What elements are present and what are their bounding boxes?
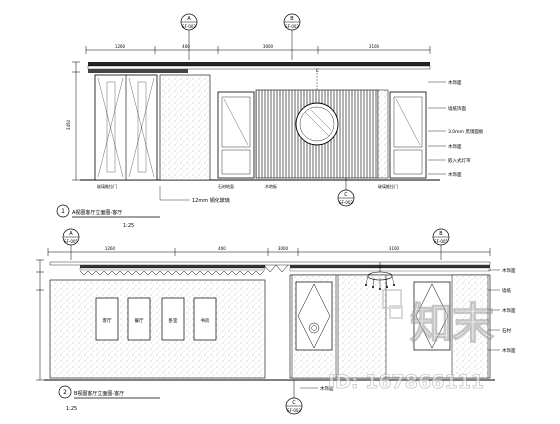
note-label: 玻璃推拉门	[378, 183, 398, 189]
title-number: 2	[63, 389, 67, 396]
tag-sheet: SF-002	[339, 200, 353, 205]
framed-panel: 客厅	[95, 297, 119, 341]
note-label: 石材地面	[218, 183, 234, 189]
cornice-left	[88, 69, 188, 73]
tag-letter: A	[69, 231, 73, 237]
dim-label-height: 3450	[66, 119, 71, 130]
callout-tag-b-top-2: B SF-005	[432, 228, 450, 260]
stone-wall-b	[49, 279, 266, 379]
material-notes-right-a: 木饰面 墙纸饰面 3.0mm 黑镜面板 木饰面 嵌入式灯带 木饰面	[428, 79, 484, 178]
callout-tag-b-bottom: C SF-002	[285, 380, 303, 415]
title-number: 1	[61, 208, 65, 215]
diamond-panel-right	[413, 281, 451, 351]
tag-sheet: SF-002	[287, 408, 301, 413]
round-mirror	[295, 102, 339, 146]
dimension-line-top-b: 1260 400 3000 3100	[47, 246, 491, 256]
dim-label: 1260	[105, 246, 116, 251]
callout-glass: 12mm 钢化玻璃	[192, 197, 230, 204]
ceiling-band-dark	[88, 62, 430, 66]
dim-label: 3000	[278, 246, 289, 251]
scale-label: 1:25	[66, 406, 77, 412]
title-text: B视图客厅立面图-客厅	[74, 390, 124, 397]
dim-label: 3100	[389, 246, 400, 251]
tag-letter: A	[187, 16, 191, 22]
tag-letter: C	[344, 192, 348, 198]
note-label: 玻璃推拉门	[97, 183, 117, 189]
decorative-zigzag-trim	[79, 270, 265, 276]
material-notes-bottom-a: 玻璃推拉门 石材地面 木地板 玻璃推拉门 12mm 钢化玻璃	[97, 183, 398, 204]
elevation-b: A SF-005 B SF-005 1260 400 3000 3100	[36, 228, 516, 415]
stone-panel-b-right	[451, 274, 489, 379]
panel-label: 餐厅	[135, 317, 144, 324]
tag-sheet: SF-002	[285, 24, 299, 29]
dimension-line-left-b	[36, 259, 44, 381]
note-label: 木饰面	[448, 143, 462, 150]
scale-label: 1:25	[123, 223, 134, 229]
panel-label: 卧室	[169, 317, 178, 324]
tag-sheet: SF-005	[64, 239, 78, 244]
dimension-line-left-a: 3450	[66, 61, 80, 181]
stone-pillar-right-a	[377, 89, 389, 179]
tag-letter: B	[439, 231, 443, 237]
panel-door-right-a	[389, 91, 427, 179]
dimension-line-top-a: 1260 400 3000 3100	[85, 44, 431, 54]
glass-doors-a	[94, 74, 158, 181]
note-label: 木饰面	[502, 267, 516, 274]
watermark-logo-text: 知末	[410, 299, 494, 348]
stone-panel-b-center	[337, 274, 387, 379]
diamond-panel-left	[295, 281, 333, 351]
note-label: 木饰面	[320, 385, 334, 392]
callout-tag-a-bottom: C SF-002	[337, 178, 355, 207]
section-marker: C	[316, 68, 319, 73]
drawing-title-b: 2 B视图客厅立面图-客厅 1:25	[58, 385, 160, 412]
material-notes-right-b: 木饰面 墙纸 木饰面 石材 木饰面	[488, 267, 516, 354]
ceiling-band	[87, 65, 431, 70]
dim-label: 3100	[369, 44, 380, 49]
stone-column-a	[159, 74, 211, 181]
tag-letter: B	[290, 16, 294, 22]
dim-label: 400	[182, 44, 190, 49]
elevation-a: A SF-002 B SF-002 1260 400 3000 3100	[56, 13, 484, 229]
title-text: A视图客厅立面图-客厅	[72, 209, 122, 216]
note-label: 木饰面	[448, 79, 462, 86]
note-label: 嵌入式灯带	[448, 157, 471, 164]
watermark-logo: 知末	[382, 289, 495, 349]
framed-panel: 卧室	[161, 297, 185, 341]
callout-tag-a-top-left: A SF-002	[180, 13, 198, 60]
note-label: 木饰面	[448, 171, 462, 178]
callout-tag-b-top-1: A SF-005	[62, 228, 80, 260]
cornice-b-left	[80, 265, 265, 268]
note-label: 石材	[502, 327, 511, 334]
dim-label: 1260	[115, 44, 126, 49]
cornice-b-right	[290, 265, 490, 268]
callout-tag-a-top-right: B SF-002	[283, 13, 301, 60]
dim-label: 400	[218, 246, 226, 251]
panel-label: 书房	[201, 317, 210, 324]
note-label: 3.0mm 黑镜面板	[448, 128, 484, 135]
chandelier	[365, 262, 395, 290]
tag-sheet: SF-002	[182, 24, 196, 29]
panel-door-left-a	[217, 91, 255, 179]
note-label: 木饰面	[502, 347, 516, 354]
drawing-title-a: 1 A视图客厅立面图-客厅 1:25	[56, 204, 160, 229]
note-label: 木地板	[265, 183, 277, 189]
watermark-id: ID: 167866111	[328, 371, 484, 393]
panel-label: 客厅	[103, 317, 112, 324]
note-label: 墙纸饰面	[448, 105, 466, 112]
tag-letter: C	[292, 400, 296, 406]
tag-sheet: SF-005	[434, 239, 448, 244]
framed-panel: 书房	[193, 297, 217, 341]
dim-label: 3000	[263, 44, 274, 49]
note-label: 墙纸	[502, 287, 511, 294]
watermark: 知末 ID: 167866111	[328, 289, 495, 393]
framed-panel: 餐厅	[127, 297, 151, 341]
ceiling-line-b	[49, 261, 491, 266]
note-label: 木饰面	[502, 307, 516, 314]
